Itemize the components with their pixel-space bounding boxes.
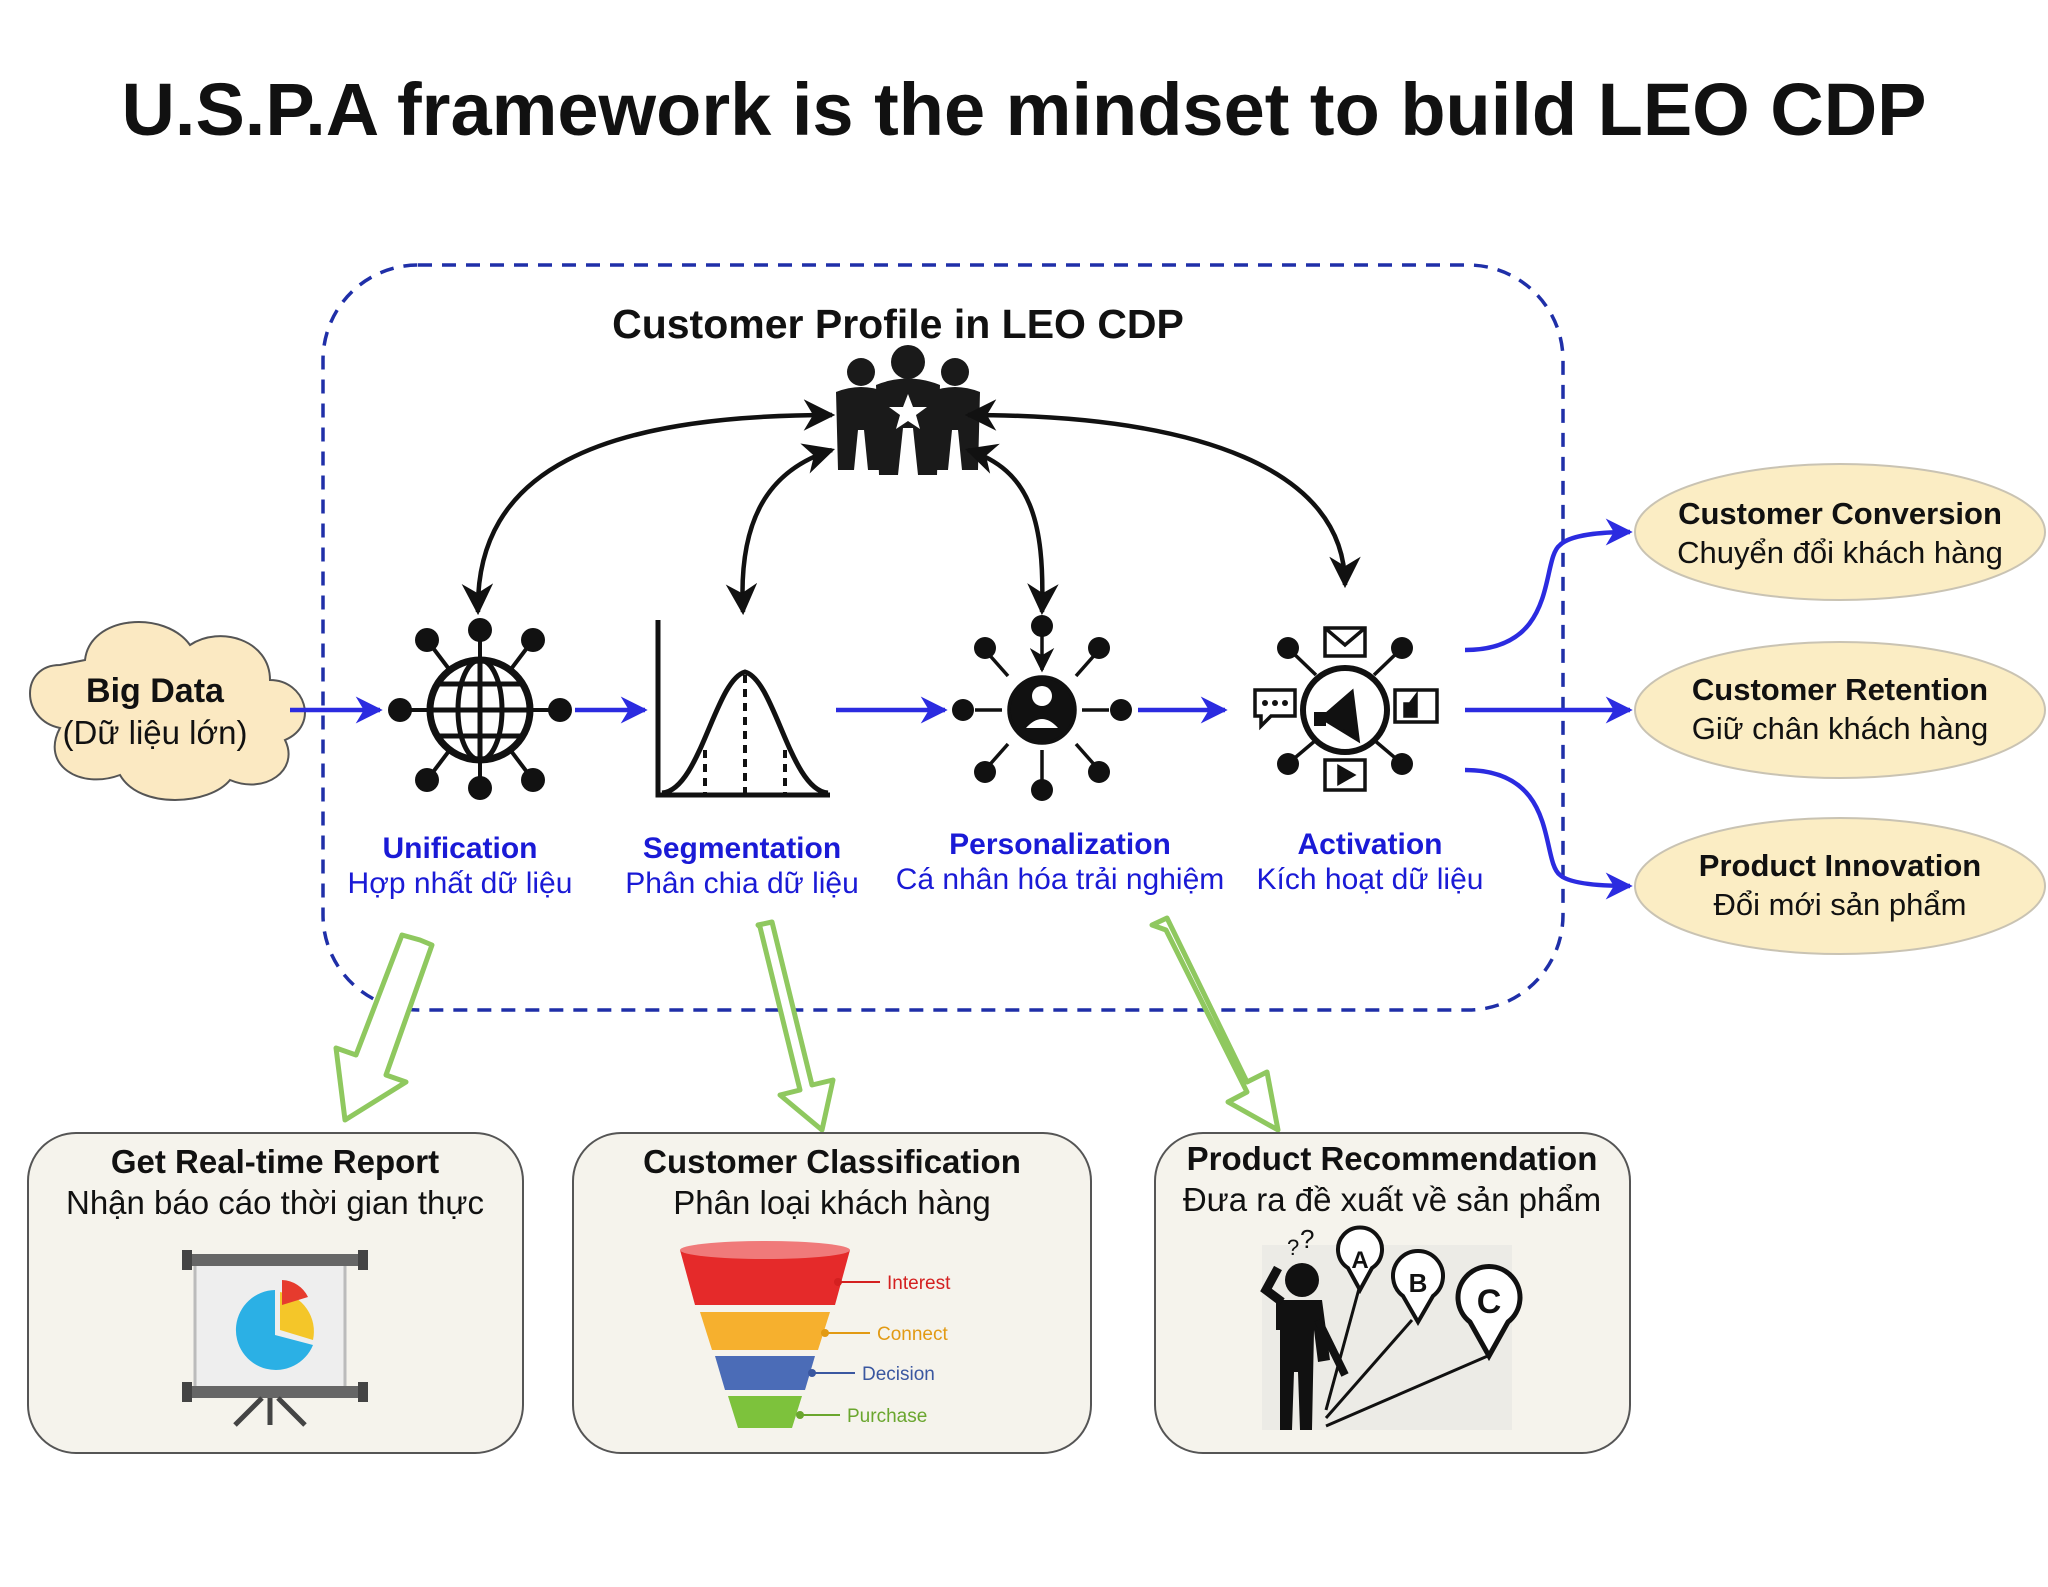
funnel-label-interest: Interest	[887, 1273, 951, 1294]
question-mark-2: ?	[1300, 1224, 1314, 1254]
presentation-board-icon	[182, 1250, 368, 1427]
big-data-subtitle: (Dữ liệu lớn)	[63, 714, 248, 751]
stage-subtitle-activation: Kích hoạt dữ liệu	[1257, 863, 1484, 896]
big-data-cloud: Big Data (Dữ liệu lớn)	[29, 621, 306, 801]
thinking-person-icon: ? ? A B C	[1260, 1224, 1523, 1430]
outcome-innovation-title: Product Innovation	[1699, 848, 1981, 883]
outcome-conversion-subtitle: Chuyển đổi khách hàng	[1677, 535, 2003, 570]
profile-link-unification	[461, 399, 836, 616]
funnel-label-purchase: Purchase	[847, 1406, 927, 1427]
funnel-label-connect: Connect	[877, 1324, 948, 1345]
deliverable-classification-title: Customer Classification	[643, 1143, 1021, 1180]
deliverable-classification: Customer Classification Phân loại khách …	[572, 1132, 1092, 1454]
profile-links	[461, 399, 1361, 616]
question-mark: ?	[1287, 1235, 1299, 1260]
outcome-innovation-subtitle: Đổi mới sản phẩm	[1714, 887, 1967, 922]
bell-curve-icon	[655, 620, 830, 798]
profile-link-activation	[964, 399, 1361, 589]
flow-arrow-conversion	[1464, 518, 1633, 653]
choice-pin-a: A	[1336, 1225, 1384, 1295]
deliverable-report-title: Get Real-time Report	[111, 1143, 439, 1180]
choice-pin-c: C	[1455, 1264, 1523, 1362]
outcome-retention-title: Customer Retention	[1692, 672, 1988, 707]
choice-label-c: C	[1477, 1283, 1502, 1321]
deliverable-recommendation: Product Recommendation Đưa ra đề xuất về…	[1154, 1132, 1631, 1454]
funnel-icon: Interest Connect Decision Purchase	[680, 1241, 951, 1428]
choice-label-a: A	[1351, 1247, 1368, 1274]
stage-title-activation: Activation	[1297, 828, 1442, 861]
funnel-layer-connect	[700, 1312, 830, 1350]
deliverable-recommendation-title: Product Recommendation	[1187, 1140, 1598, 1177]
outcome-retention: Customer Retention Giữ chân khách hàng	[1634, 641, 2046, 779]
funnel-layer-interest	[680, 1250, 850, 1305]
deliverable-report: Get Real-time Report Nhận báo cáo thời g…	[27, 1132, 524, 1454]
choice-pin-b: B	[1391, 1249, 1445, 1327]
green-arrows	[333, 915, 1281, 1133]
profile-container	[321, 263, 1565, 1012]
flow-arrows	[290, 518, 1633, 900]
stage-subtitle-segmentation: Phân chia dữ liệu	[625, 867, 859, 900]
stage-title-segmentation: Segmentation	[643, 832, 841, 865]
stage-subtitle-personalization: Cá nhân hóa trải nghiệm	[896, 863, 1225, 896]
green-arrow-classification	[755, 919, 836, 1133]
page-title: U.S.P.A framework is the mindset to buil…	[121, 68, 1926, 151]
green-arrow-report	[333, 932, 435, 1123]
funnel-label-decision: Decision	[862, 1364, 935, 1385]
outcome-conversion: Customer Conversion Chuyển đổi khách hàn…	[1634, 463, 2046, 601]
stage-title-unification: Unification	[383, 832, 538, 865]
profile-link-personalization	[965, 443, 1059, 616]
deliverable-classification-subtitle: Phân loại khách hàng	[673, 1184, 990, 1221]
big-data-title: Big Data	[86, 672, 225, 710]
flow-arrow-innovation	[1464, 767, 1633, 900]
funnel-layer-purchase	[728, 1396, 802, 1428]
outcome-innovation: Product Innovation Đổi mới sản phẩm	[1634, 817, 2046, 955]
choice-label-b: B	[1409, 1268, 1428, 1298]
stage-title-personalization: Personalization	[949, 828, 1171, 861]
deliverable-recommendation-subtitle: Đưa ra đề xuất về sản phẩm	[1183, 1181, 1601, 1218]
outcome-retention-subtitle: Giữ chân khách hàng	[1692, 711, 1989, 746]
outcome-conversion-title: Customer Conversion	[1678, 496, 2002, 531]
globe-network-icon	[388, 618, 572, 800]
stage-subtitle-unification: Hợp nhất dữ liệu	[348, 867, 573, 900]
megaphone-network-icon	[1253, 626, 1439, 792]
profile-label: Customer Profile in LEO CDP	[612, 301, 1184, 347]
green-arrow-recommendation	[1149, 915, 1281, 1133]
profile-link-segmentation	[725, 443, 836, 616]
person-network-icon	[952, 615, 1132, 801]
customer-group-icon	[836, 345, 980, 475]
deliverable-report-subtitle: Nhận báo cáo thời gian thực	[66, 1184, 484, 1221]
funnel-layer-decision	[715, 1356, 815, 1390]
